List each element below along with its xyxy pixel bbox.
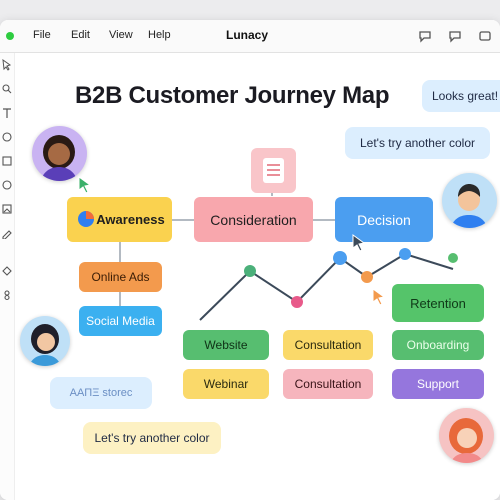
fill-tool-icon[interactable] — [1, 265, 13, 277]
pie-icon — [78, 211, 94, 227]
chat-bubble-color-top: Let's try another color — [345, 127, 490, 159]
cursor-green-icon — [78, 176, 92, 194]
image-tool-icon[interactable] — [1, 203, 13, 215]
trend-point — [448, 253, 458, 263]
stage-label: Retention — [410, 295, 466, 311]
stage-label: Awareness — [96, 212, 165, 227]
search-tool-icon[interactable] — [1, 83, 13, 95]
chat-bubble-typing: AAΠΞ storec — [50, 377, 152, 409]
app-title: Lunacy — [226, 28, 269, 42]
menu-edit[interactable]: Edit — [71, 29, 90, 41]
pen-tool-icon[interactable] — [1, 227, 13, 239]
chat-icon[interactable] — [448, 29, 462, 43]
menu-help[interactable]: Help — [148, 29, 171, 41]
circle-tool-icon[interactable] — [1, 179, 13, 191]
stage-consideration[interactable]: Consideration — [194, 197, 313, 242]
stage-label: Consideration — [210, 211, 297, 228]
trend-point — [361, 271, 373, 283]
menu-file[interactable]: File — [33, 29, 51, 41]
chat-bubble-looks-great: Looks great! — [422, 80, 500, 112]
item-support[interactable]: Support — [392, 369, 484, 399]
menu-view[interactable]: View — [109, 29, 133, 41]
person-icon — [40, 135, 78, 181]
item-consultation-2[interactable]: Consultation — [283, 369, 373, 399]
item-webinar[interactable]: Webinar — [183, 369, 269, 399]
trend-point — [399, 248, 411, 260]
document-card[interactable] — [251, 148, 296, 193]
stage-awareness[interactable]: Awareness — [67, 197, 172, 242]
item-onboarding[interactable]: Onboarding — [392, 330, 484, 360]
avatar-woman-top — [32, 126, 87, 181]
item-consultation[interactable]: Consultation — [283, 330, 373, 360]
tool-sidebar — [0, 53, 15, 500]
stage-label: Decision — [357, 211, 411, 228]
trend-point — [244, 265, 256, 277]
item-social-media[interactable]: Social Media — [79, 306, 162, 336]
avatar-woman-bottom — [439, 408, 494, 463]
comment-icon[interactable] — [418, 29, 432, 43]
ellipse-tool-icon[interactable] — [1, 131, 13, 143]
cursor-dark-icon — [352, 234, 366, 252]
link-tool-icon[interactable] — [1, 289, 13, 301]
avatar-man-right — [442, 173, 497, 228]
avatar-woman-left — [20, 316, 70, 366]
stage-decision[interactable]: Decision — [335, 197, 433, 242]
person-icon — [449, 418, 484, 463]
person-icon — [29, 324, 61, 366]
page-title: B2B Customer Journey Map — [75, 82, 390, 109]
item-website[interactable]: Website — [183, 330, 269, 360]
title-bar: File Edit View Help Lunacy — [0, 20, 500, 53]
pointer-tool-icon[interactable] — [1, 59, 13, 71]
trend-point — [333, 251, 347, 265]
trend-point — [291, 296, 303, 308]
document-icon — [263, 158, 284, 183]
chat-bubble-color-bottom: Let's try another color — [83, 422, 221, 454]
stage-retention[interactable]: Retention — [392, 284, 484, 322]
person-icon — [450, 184, 488, 228]
text-tool-icon[interactable] — [1, 107, 13, 119]
cursor-orange-icon — [372, 288, 386, 306]
rectangle-tool-icon[interactable] — [1, 155, 13, 167]
item-online-ads[interactable]: Online Ads — [79, 262, 162, 292]
window-icon[interactable] — [478, 29, 492, 43]
window-status-dot[interactable] — [6, 32, 14, 40]
